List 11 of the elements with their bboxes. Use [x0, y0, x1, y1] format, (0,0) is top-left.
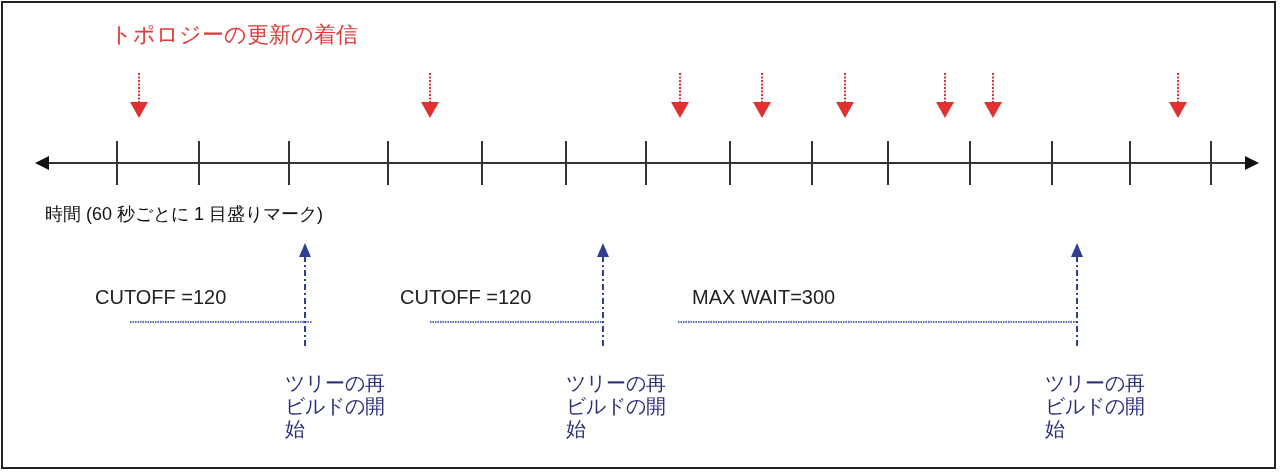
event-label: ツリーの再ビルドの開始 [285, 372, 385, 440]
arrow [299, 243, 311, 347]
parameter-label: CUTOFF =120 [95, 286, 227, 309]
heading: トポロジーの更新の着信 [110, 21, 358, 49]
arrow [597, 243, 609, 347]
arrow [1071, 243, 1083, 347]
event-label: ツリーの再ビルドの開始 [566, 372, 666, 440]
parameter-label: MAX WAIT=300 [692, 286, 836, 309]
parameter-label: CUTOFF =120 [400, 286, 532, 309]
axis-label: 時間 (60 秒ごとに 1 目盛りマーク) [45, 203, 324, 226]
event-label: ツリーの再ビルドの開始 [1045, 372, 1145, 440]
